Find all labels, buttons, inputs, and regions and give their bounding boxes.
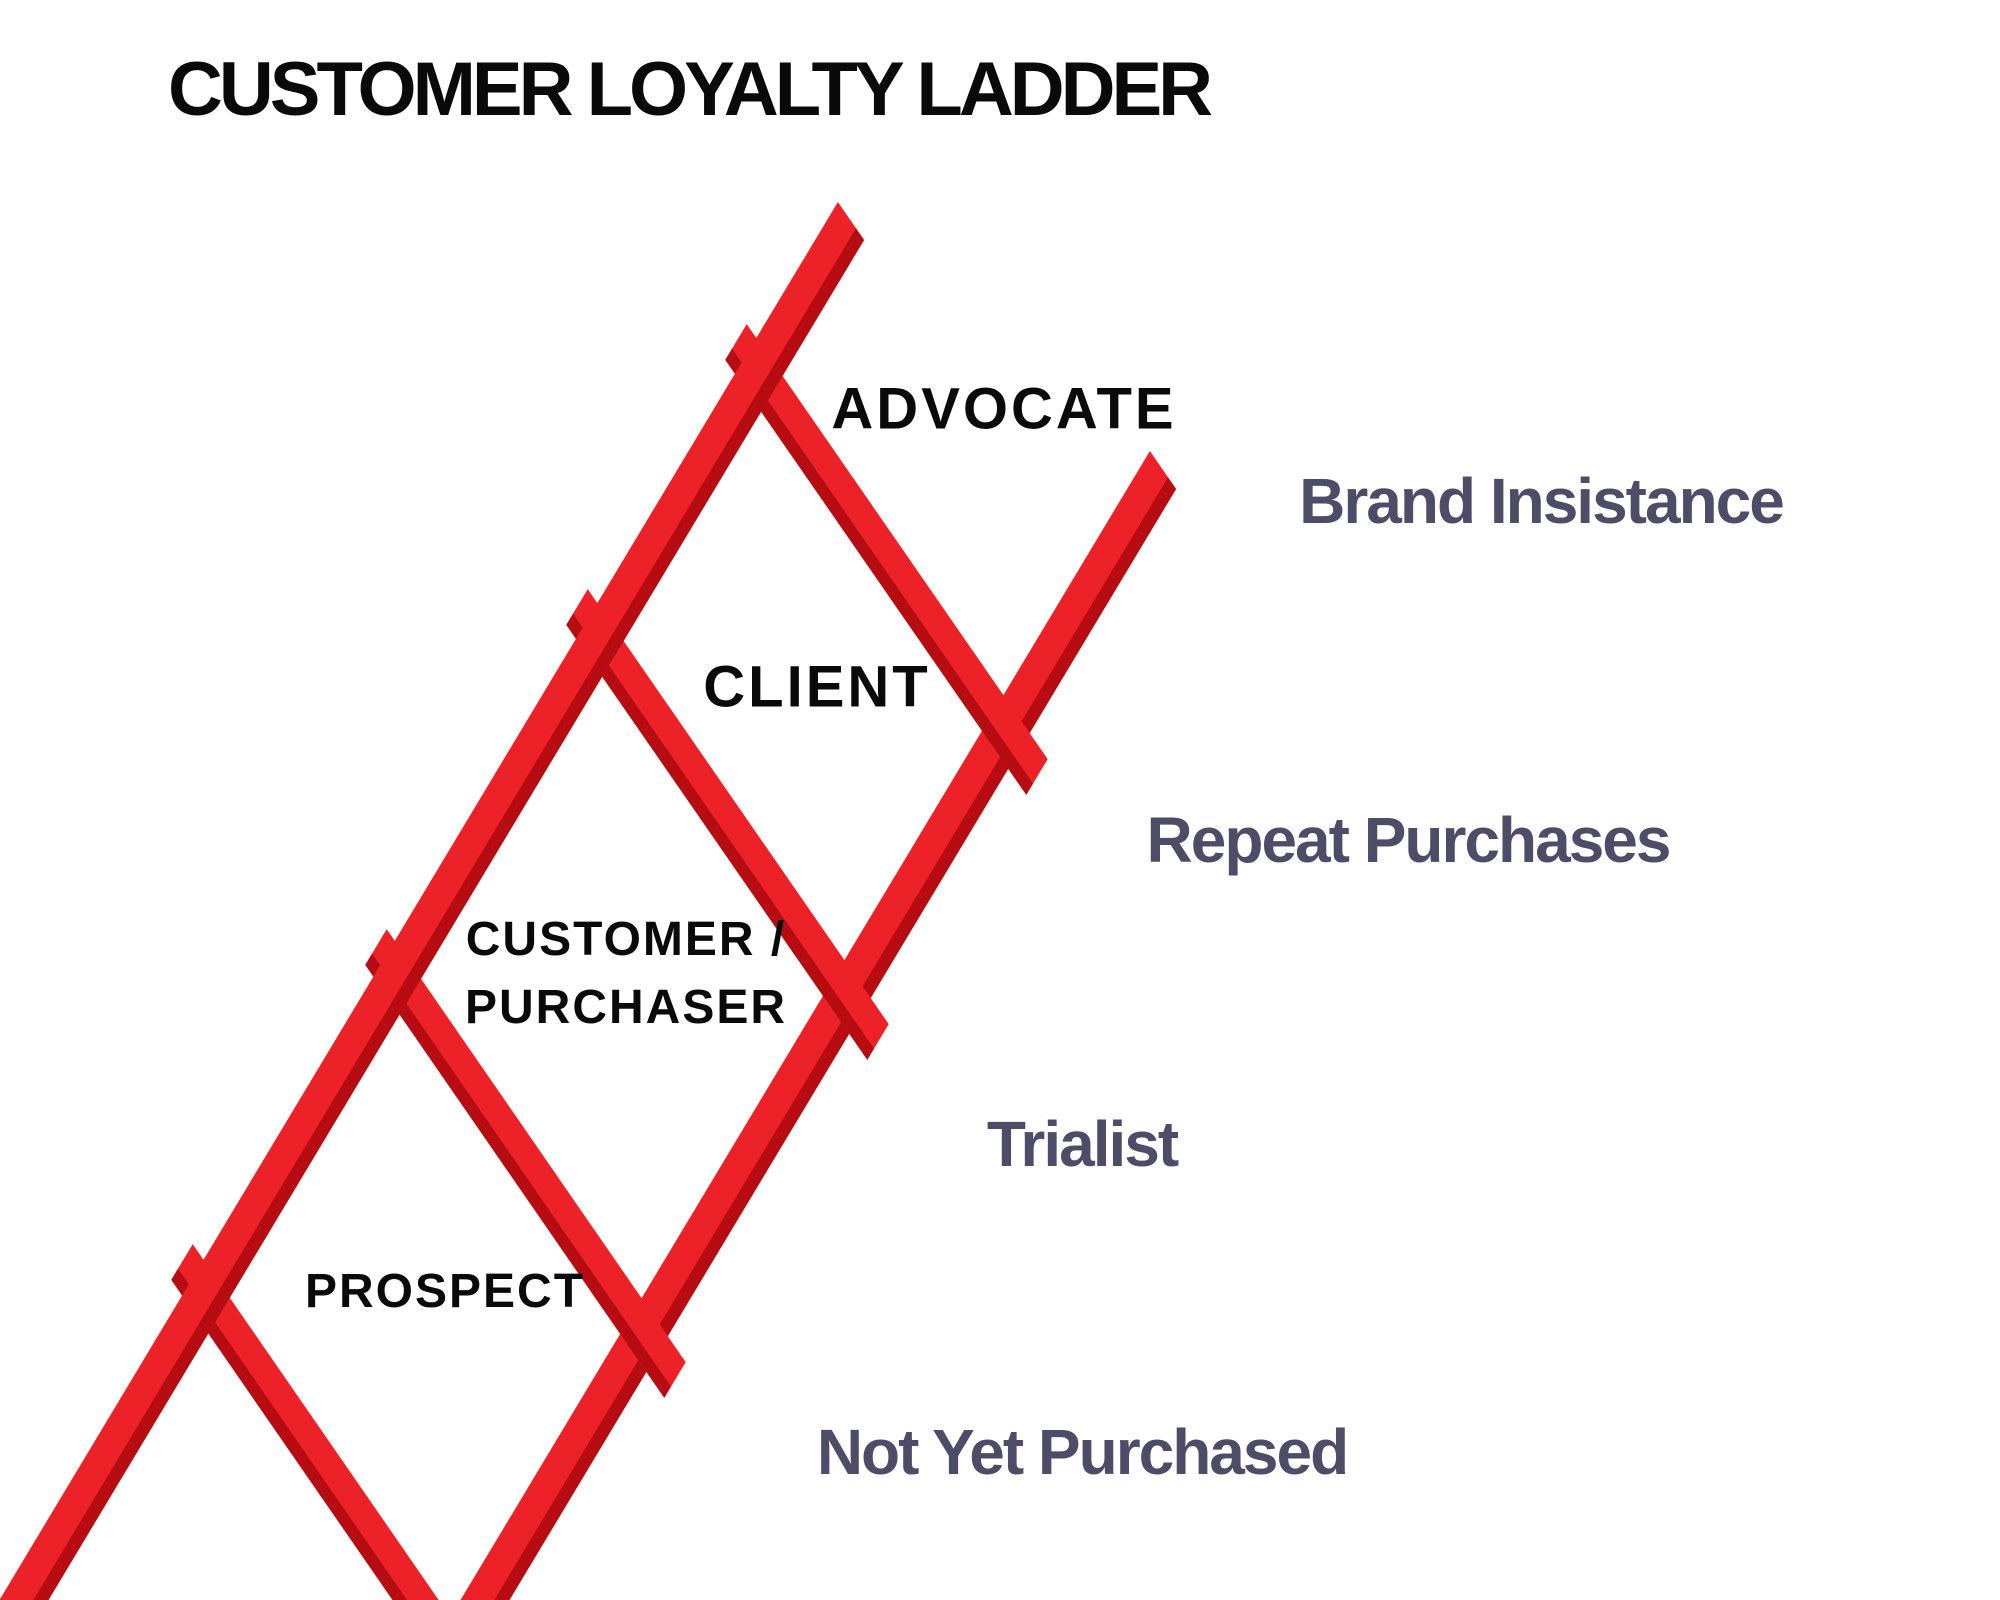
ladder-rung-3-body <box>365 929 686 1398</box>
ladder-rung-1-bevel <box>725 348 1033 795</box>
stage-label-not-yet-purchased: Not Yet Purchased <box>816 1416 1349 1488</box>
step-label-prospect: PROSPECT <box>304 1265 586 1318</box>
ladder-rung-1-body <box>725 324 1048 795</box>
stage-label-trialist: Trialist <box>986 1108 1179 1180</box>
stage-label-brand-insistance: Brand Insistance <box>1299 465 1785 537</box>
ladder-left-rail-bevel <box>33 228 865 1600</box>
ladder-rung-3-bevel <box>365 953 671 1398</box>
stage-label-repeat-purchases: Repeat Purchases <box>1146 804 1672 876</box>
page-title: CUSTOMER LOYALTY LADDER <box>168 47 1213 132</box>
step-label-client: CLIENT <box>703 654 931 720</box>
ladder-rung-4-bevel <box>171 1268 408 1600</box>
step-label-advocate: ADVOCATE <box>831 376 1177 442</box>
ladder-rung-4-body <box>171 1244 439 1600</box>
ladder-left-rail-body <box>0 202 865 1600</box>
ladder-rung-2-body <box>566 589 889 1060</box>
step-label-customer-purchaser: CUSTOMER / PURCHASER <box>464 913 788 1034</box>
ladder-rung-2-bevel <box>566 613 874 1060</box>
